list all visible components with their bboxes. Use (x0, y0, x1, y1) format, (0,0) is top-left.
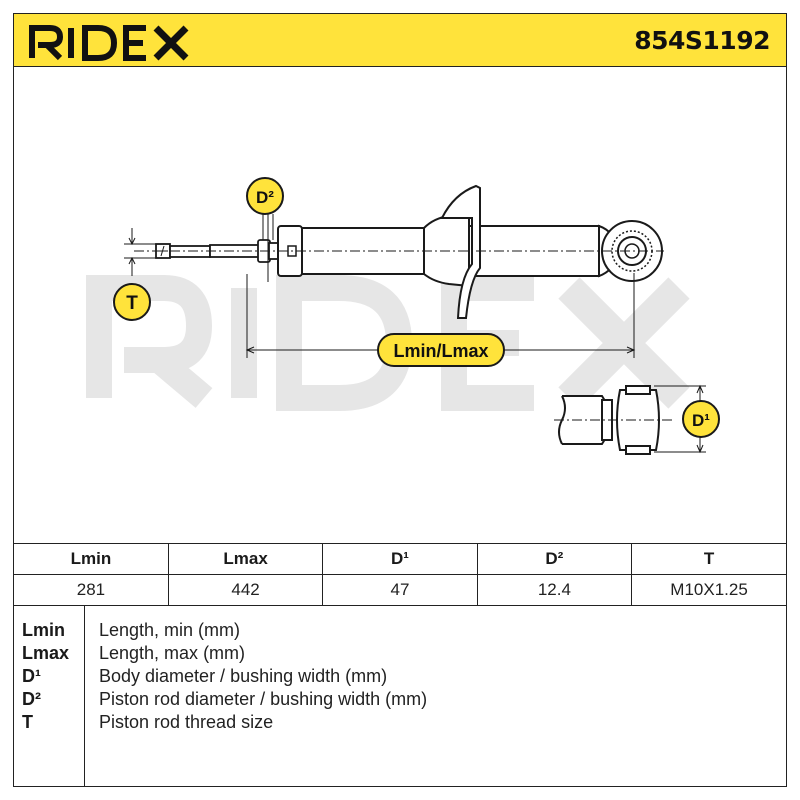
ridex-logo (29, 25, 189, 61)
part-number: 854S1192 (634, 26, 770, 55)
shock-absorber-drawing: T D² Lmin/Lmax (86, 177, 720, 455)
legend-item: Lmin Length, min (mm) (14, 620, 786, 644)
legend-item: T Piston rod thread size (14, 712, 786, 736)
legend-key: D² (22, 689, 41, 709)
detail-view (558, 385, 660, 455)
d2-badge: D² (246, 177, 284, 215)
header-lmin: Lmin (14, 543, 169, 575)
t-dimension (124, 228, 156, 276)
legend-divider (84, 606, 85, 787)
header-lmax: Lmax (167, 543, 323, 575)
legend-item: Lmax Length, max (mm) (14, 643, 786, 667)
header-bar: 854S1192 (14, 14, 786, 67)
t-label: T (126, 293, 138, 314)
eye-bushing (601, 220, 663, 282)
value-lmin: 281 (14, 574, 169, 606)
d2-label: D² (256, 188, 274, 207)
value-d2: 12.4 (476, 574, 632, 606)
legend-key: Lmax (22, 643, 70, 663)
spec-table-header-row: Lmin Lmax D¹ D² T (14, 543, 786, 575)
legend: Lmin Length, min (mm) Lmax Length, max (… (14, 606, 786, 787)
length-label: Lmin/Lmax (393, 341, 488, 361)
legend-key: T (22, 712, 33, 732)
legend-desc: Length, max (mm) (99, 643, 246, 663)
value-d1: 47 (322, 574, 478, 606)
spec-table: Lmin Lmax D¹ D² T 281 442 47 12.4 M10X1.… (14, 543, 786, 606)
d2-dimension (262, 214, 274, 282)
length-badge: Lmin/Lmax (377, 333, 505, 367)
d1-badge: D¹ (682, 400, 720, 438)
legend-desc: Length, min (mm) (99, 620, 241, 640)
legend-item: D¹ Body diameter / bushing width (mm) (14, 666, 786, 690)
value-t: M10X1.25 (631, 574, 786, 606)
header-d1: D¹ (322, 543, 478, 575)
header-d2: D² (476, 543, 632, 575)
d1-dimension (654, 384, 706, 454)
legend-key: Lmin (22, 620, 65, 640)
spec-sheet-frame: 854S1192 (13, 13, 787, 787)
spec-table-value-row: 281 442 47 12.4 M10X1.25 (14, 574, 786, 606)
damper-body (277, 184, 622, 319)
header-t: T (631, 543, 786, 575)
legend-desc: Piston rod thread size (99, 712, 274, 732)
legend-key: D¹ (22, 666, 41, 686)
legend-desc: Piston rod diameter / bushing width (mm) (99, 689, 428, 709)
d1-label: D¹ (692, 411, 710, 430)
legend-desc: Body diameter / bushing width (mm) (99, 666, 388, 686)
t-badge: T (113, 283, 151, 321)
value-lmax: 442 (167, 574, 323, 606)
legend-item: D² Piston rod diameter / bushing width (… (14, 689, 786, 713)
